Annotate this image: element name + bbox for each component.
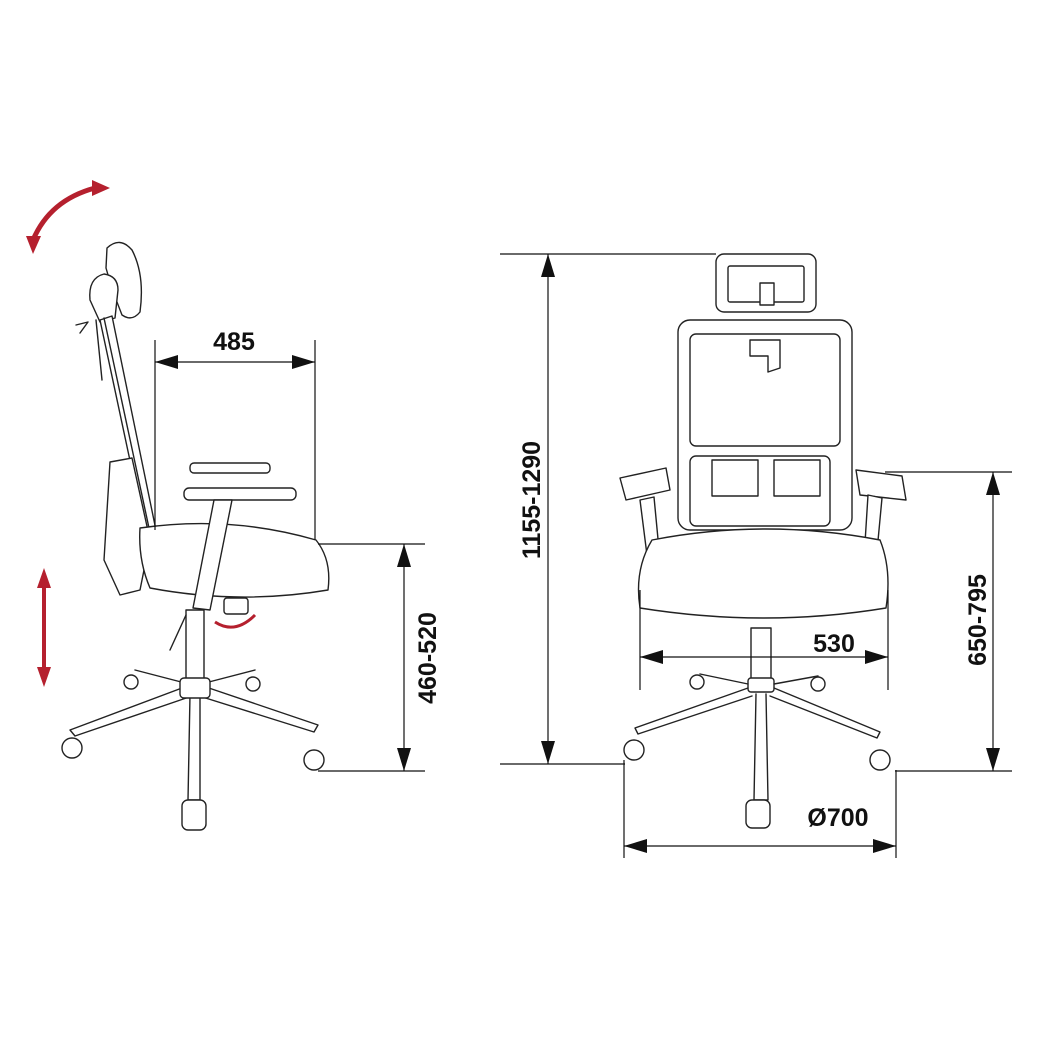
- base-diameter-label: Ø700: [807, 804, 868, 832]
- depth-label: 485: [213, 328, 255, 356]
- tilt-arrow-icon: [214, 613, 257, 629]
- recline-arrow-icon: [26, 180, 110, 254]
- armrest-height-label: 650-795: [964, 574, 992, 666]
- front-view-chair: [500, 253, 1012, 858]
- side-view-chair: [26, 180, 425, 831]
- height-adjust-arrow-icon: [37, 568, 51, 687]
- seat-height-label: 460-520: [414, 612, 442, 704]
- total-height-label: 1155-1290: [518, 441, 546, 559]
- side-casters: [61, 674, 325, 831]
- seat-width-label: 530: [813, 630, 855, 658]
